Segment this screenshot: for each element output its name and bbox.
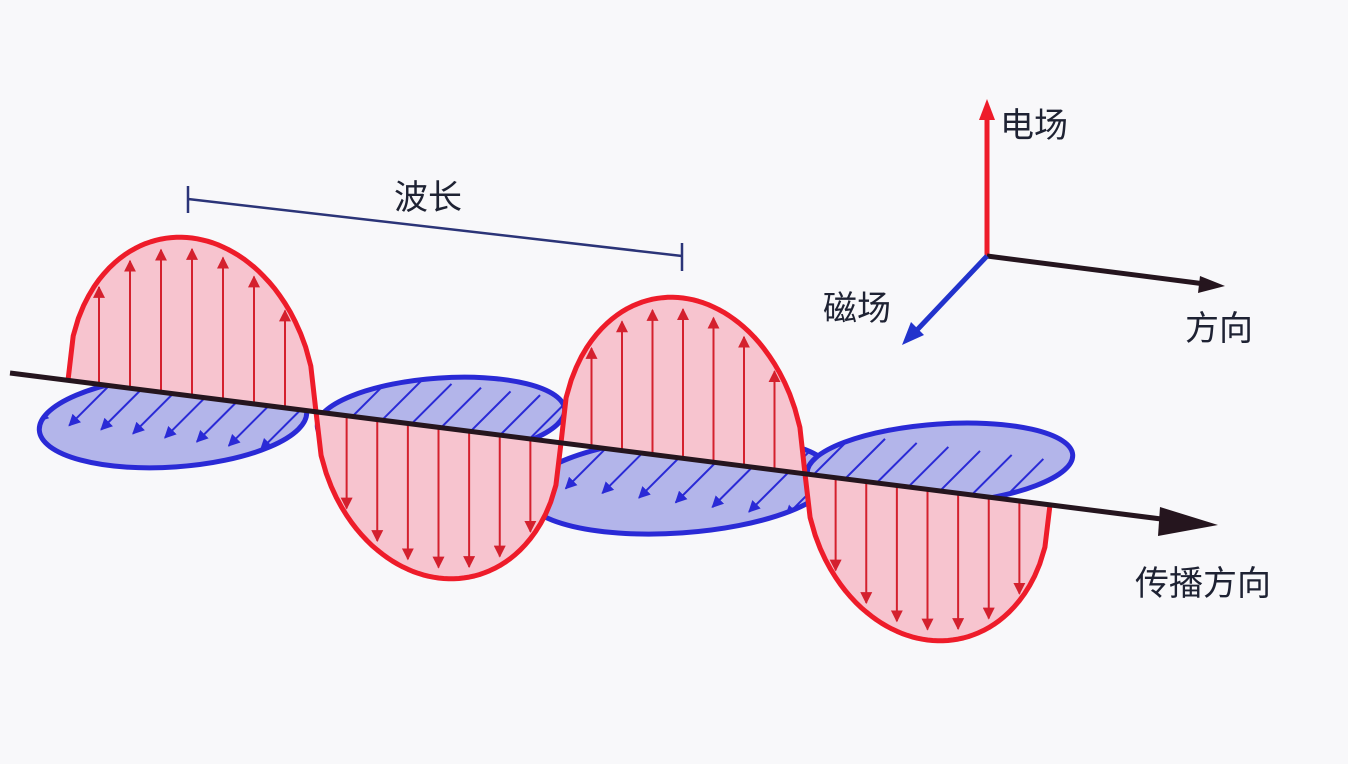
coordinate-triad (902, 99, 1225, 345)
direction-axis (986, 253, 1206, 287)
magnetic-field-vector (0, 329, 22, 409)
direction-label: 方向 (1185, 309, 1253, 349)
electric-lobe-outline (558, 294, 808, 475)
electric-lobe-outline (313, 411, 564, 582)
electric-axis-arrow-head (979, 99, 995, 120)
propagation-arrow-head (1158, 507, 1218, 536)
electric-lobe-outline (65, 234, 319, 413)
electric-lobe-outline (802, 473, 1053, 644)
direction-axis-arrow-head (1198, 276, 1225, 293)
electric-lobe (313, 411, 564, 582)
magnetic-axis (915, 254, 989, 332)
wavelength-bracket (186, 186, 684, 271)
electric-lobe (558, 294, 808, 475)
magnetic-field-label: 磁场 (823, 289, 891, 329)
propagation-axis (9, 370, 1186, 525)
electric-field-lobes (65, 234, 1053, 644)
magnetic-axis-arrow-head (902, 322, 924, 345)
electric-lobe (802, 473, 1053, 644)
propagation-direction-label: 传播方向 (1135, 564, 1271, 604)
wavelength-label: 波长 (394, 178, 462, 218)
electric-field-label: 电场 (1000, 106, 1068, 146)
electric-lobe (65, 234, 319, 413)
